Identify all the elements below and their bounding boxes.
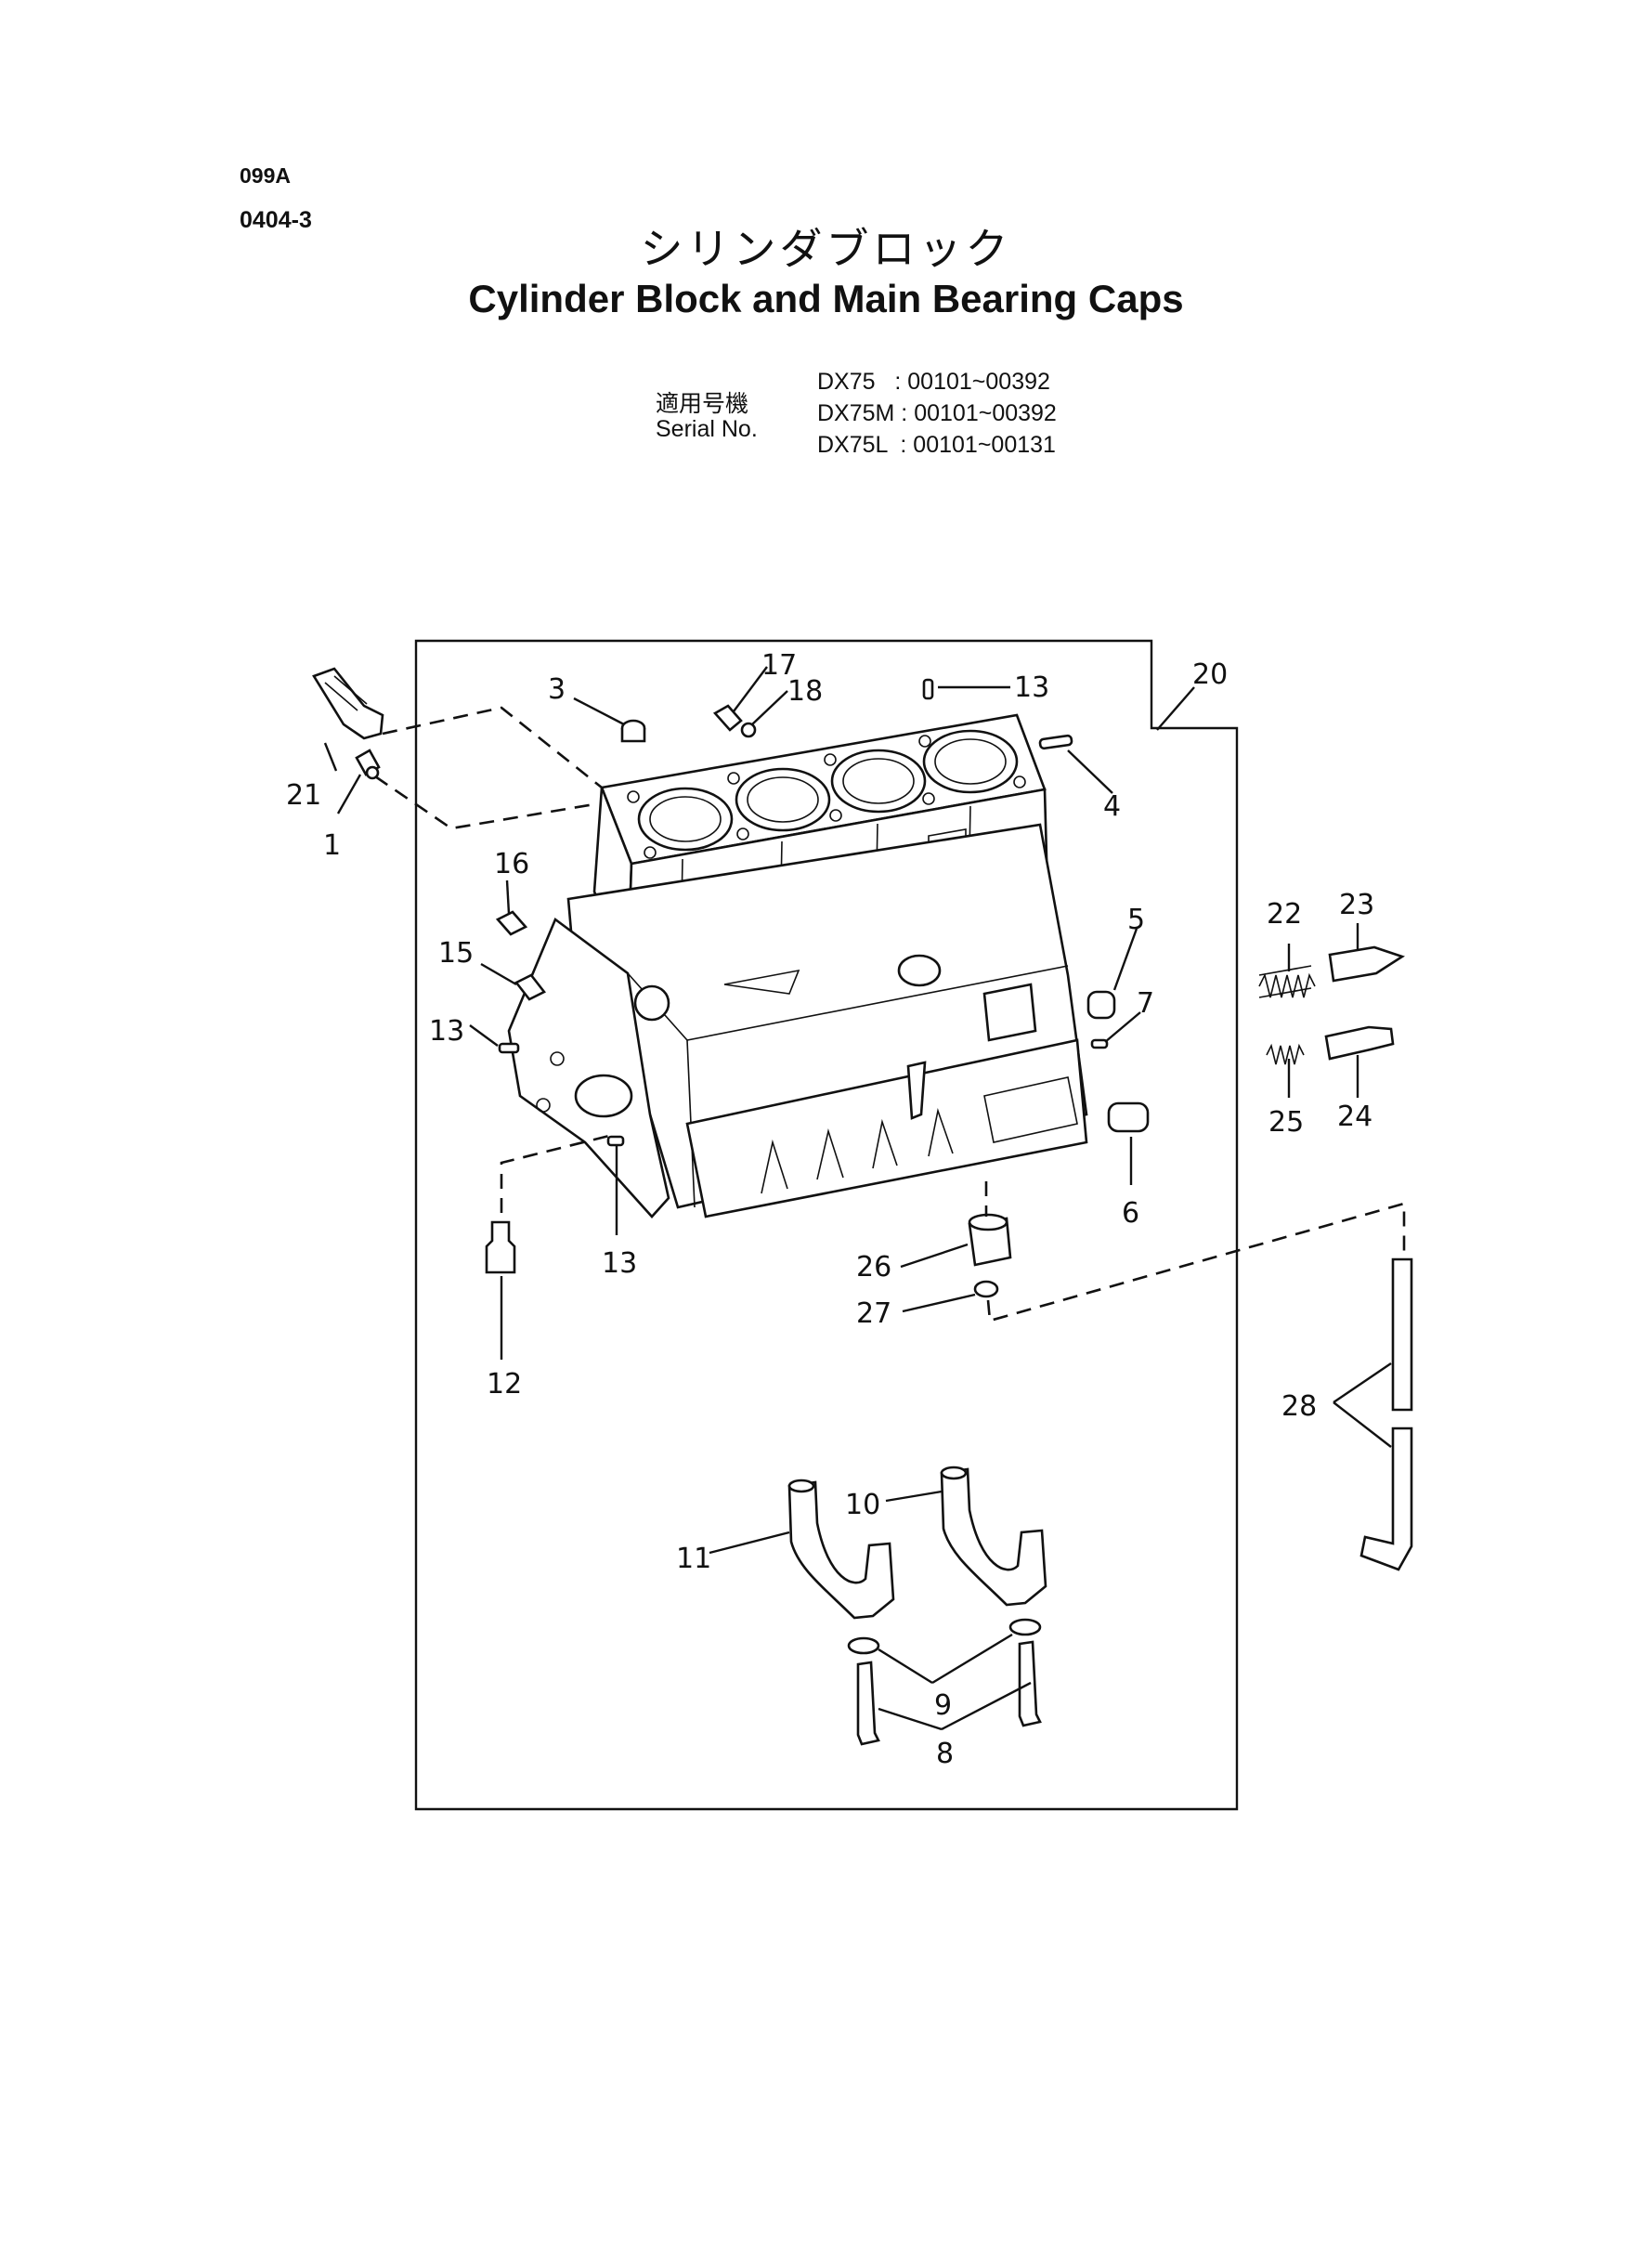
callout-3: 3 <box>548 673 566 706</box>
callout-16: 16 <box>494 848 529 880</box>
part-1-fitting <box>355 749 381 780</box>
part-5-bush <box>1086 990 1116 1020</box>
callout-25: 25 <box>1268 1106 1304 1139</box>
title-english: Cylinder Block and Main Bearing Caps <box>468 277 1184 320</box>
callout-5: 5 <box>1127 904 1145 936</box>
part-26-cup-top <box>968 1213 1008 1231</box>
part-15-plug <box>514 973 546 1001</box>
serial-row: DX75 : 00101~00392 <box>817 369 1050 395</box>
part-13-dowel <box>498 1042 520 1054</box>
part-21-sensor <box>312 667 384 740</box>
part-28-pipe <box>1359 1257 1413 1571</box>
serial-label-english: Serial No. <box>656 416 758 442</box>
guide-line <box>500 1133 614 1213</box>
callout-7: 7 <box>1137 987 1154 1020</box>
guide-line <box>374 775 595 830</box>
serial-row: DX75L : 00101~00131 <box>817 432 1056 458</box>
callout-13: 13 <box>429 1015 464 1048</box>
callout-27: 27 <box>856 1297 891 1330</box>
part-24-valve <box>1324 1025 1395 1061</box>
part-18-o-ring <box>740 722 757 738</box>
serial-label-japanese: 適用号機 <box>656 390 749 417</box>
part-23-valve <box>1328 945 1405 983</box>
callout-28: 28 <box>1281 1390 1317 1423</box>
callout-23: 23 <box>1339 889 1374 921</box>
part-7-pin <box>1090 1038 1109 1049</box>
callout-1: 1 <box>323 829 341 862</box>
callout-9: 9 <box>934 1689 952 1722</box>
part-4-pin <box>1038 734 1073 750</box>
title-japanese: シリンダブロック <box>640 224 1012 274</box>
callout-15: 15 <box>438 937 474 970</box>
callout-13: 13 <box>1014 671 1049 704</box>
diagram-frame <box>414 639 1239 1811</box>
callout-12: 12 <box>487 1368 522 1401</box>
callout-21: 21 <box>286 779 321 812</box>
callout-6: 6 <box>1122 1197 1139 1230</box>
guide-line <box>986 1202 1406 1322</box>
part-13-dowel <box>922 678 934 700</box>
callout-8: 8 <box>936 1738 954 1770</box>
callout-10: 10 <box>845 1489 880 1521</box>
callout-13: 13 <box>602 1247 637 1280</box>
part-17-fitting <box>712 704 743 732</box>
callout-22: 22 <box>1267 898 1302 931</box>
serial-row: DX75M : 00101~00392 <box>817 400 1057 426</box>
part-3-plug <box>620 719 646 743</box>
part-11-bearing-cap <box>787 1479 895 1620</box>
callout-20: 20 <box>1192 658 1228 691</box>
page-code: 0404-3 <box>240 207 312 233</box>
part-27-o-ring <box>973 1280 999 1298</box>
part-12-plug <box>485 1220 516 1274</box>
cylinder-block <box>507 713 1088 1218</box>
part-13-dowel <box>606 1135 625 1147</box>
part-8-bolt <box>856 1661 880 1746</box>
part-6-bush <box>1107 1101 1150 1133</box>
leader-lines <box>323 666 1392 1731</box>
part-10-bearing-cap <box>940 1466 1047 1607</box>
callout-24: 24 <box>1337 1101 1372 1133</box>
part-9-washer <box>1008 1618 1042 1636</box>
part-9-washer <box>847 1636 880 1655</box>
part-16-plug <box>495 910 528 936</box>
part-25-spring <box>1266 1043 1305 1065</box>
guide-line <box>382 706 603 789</box>
part-22-spring <box>1258 965 1316 998</box>
callout-17: 17 <box>761 649 797 682</box>
callout-11: 11 <box>676 1543 711 1575</box>
callout-18: 18 <box>787 675 823 708</box>
callout-26: 26 <box>856 1251 891 1283</box>
callout-4: 4 <box>1103 790 1121 823</box>
page-code-top: 099A <box>240 163 291 188</box>
